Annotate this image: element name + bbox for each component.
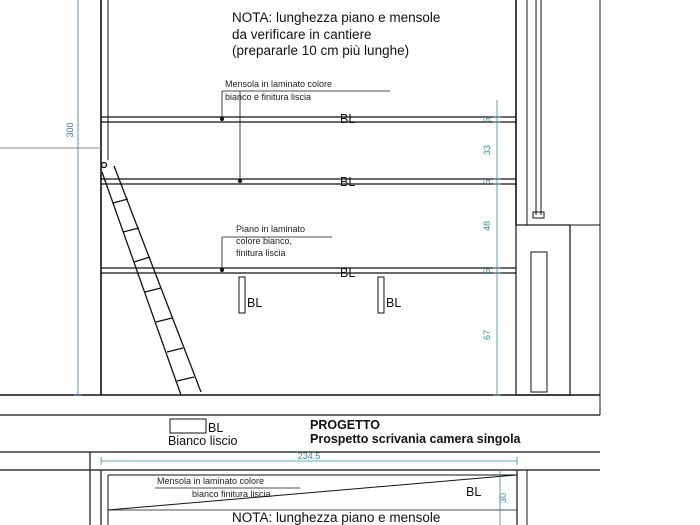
piano-callout-line-2: colore bianco, bbox=[236, 236, 292, 246]
piano-callout-line-1: Piano in laminato bbox=[236, 224, 305, 234]
dim-text-gap-2: 48 bbox=[482, 221, 492, 231]
mensola-callout-line-1: Mensola in laminato colore bbox=[225, 79, 332, 89]
dim-ticks-right bbox=[493, 116, 501, 396]
mensola-leader-dot-1 bbox=[220, 117, 224, 121]
dim-text-shelf-2-thickness: 5 bbox=[482, 179, 492, 184]
cabinet-panel bbox=[530, 251, 548, 393]
mensola-callout-line-2: bianco e finitura liscia bbox=[225, 92, 311, 102]
note-line-1: NOTA: lunghezza piano e mensole bbox=[232, 10, 440, 25]
legend-swatch bbox=[169, 418, 207, 434]
bl-label-support-left: BL bbox=[247, 296, 262, 310]
legend-code: BL bbox=[208, 421, 223, 435]
piano-leader-dot bbox=[220, 268, 224, 272]
dim-text-lower-width: 234.5 bbox=[298, 451, 321, 461]
desk-support-left bbox=[238, 276, 246, 314]
bl-label-shelf-1: BL bbox=[340, 112, 355, 126]
dim-text-shelf-1-thickness: 5 bbox=[482, 117, 492, 122]
note-line-3: (prepararle 10 cm più lunghe) bbox=[232, 43, 409, 58]
legend-description: Bianco liscio bbox=[168, 434, 238, 448]
bl-label-desk: BL bbox=[340, 266, 355, 280]
dim-text-desk-height: 67 bbox=[482, 330, 492, 340]
note-line-2: da verificare in cantiere bbox=[232, 27, 372, 42]
bl-label-support-right: BL bbox=[386, 296, 401, 310]
bl-label-lower: BL bbox=[466, 485, 481, 499]
right-cabinet bbox=[515, 224, 571, 396]
pipe-cap bbox=[532, 211, 545, 219]
lower-callout-line-2: bianco finitura liscia bbox=[192, 489, 271, 499]
lower-shelf-diagonal bbox=[107, 474, 518, 511]
dim-text-total-height: 300 bbox=[65, 122, 75, 137]
dim-text-gap-1: 33 bbox=[482, 145, 492, 155]
title-line-1: PROGETTO bbox=[310, 418, 380, 432]
piano-callout-line-3: finitura liscia bbox=[236, 248, 286, 258]
bl-label-shelf-2: BL bbox=[340, 175, 355, 189]
lower-note-line-1: NOTA: lunghezza piano e mensole bbox=[232, 510, 440, 525]
title-line-2: Prospetto scrivania camera singola bbox=[310, 432, 522, 446]
ladder bbox=[100, 161, 202, 396]
lower-callout-line-1: Mensola in laminato colore bbox=[157, 476, 264, 486]
mensola-leader-dot-2 bbox=[238, 179, 242, 183]
desk-support-right bbox=[377, 276, 385, 314]
dim-text-desk-thickness: 5 bbox=[482, 268, 492, 273]
dim-text-lower-height: 30 bbox=[498, 493, 508, 503]
